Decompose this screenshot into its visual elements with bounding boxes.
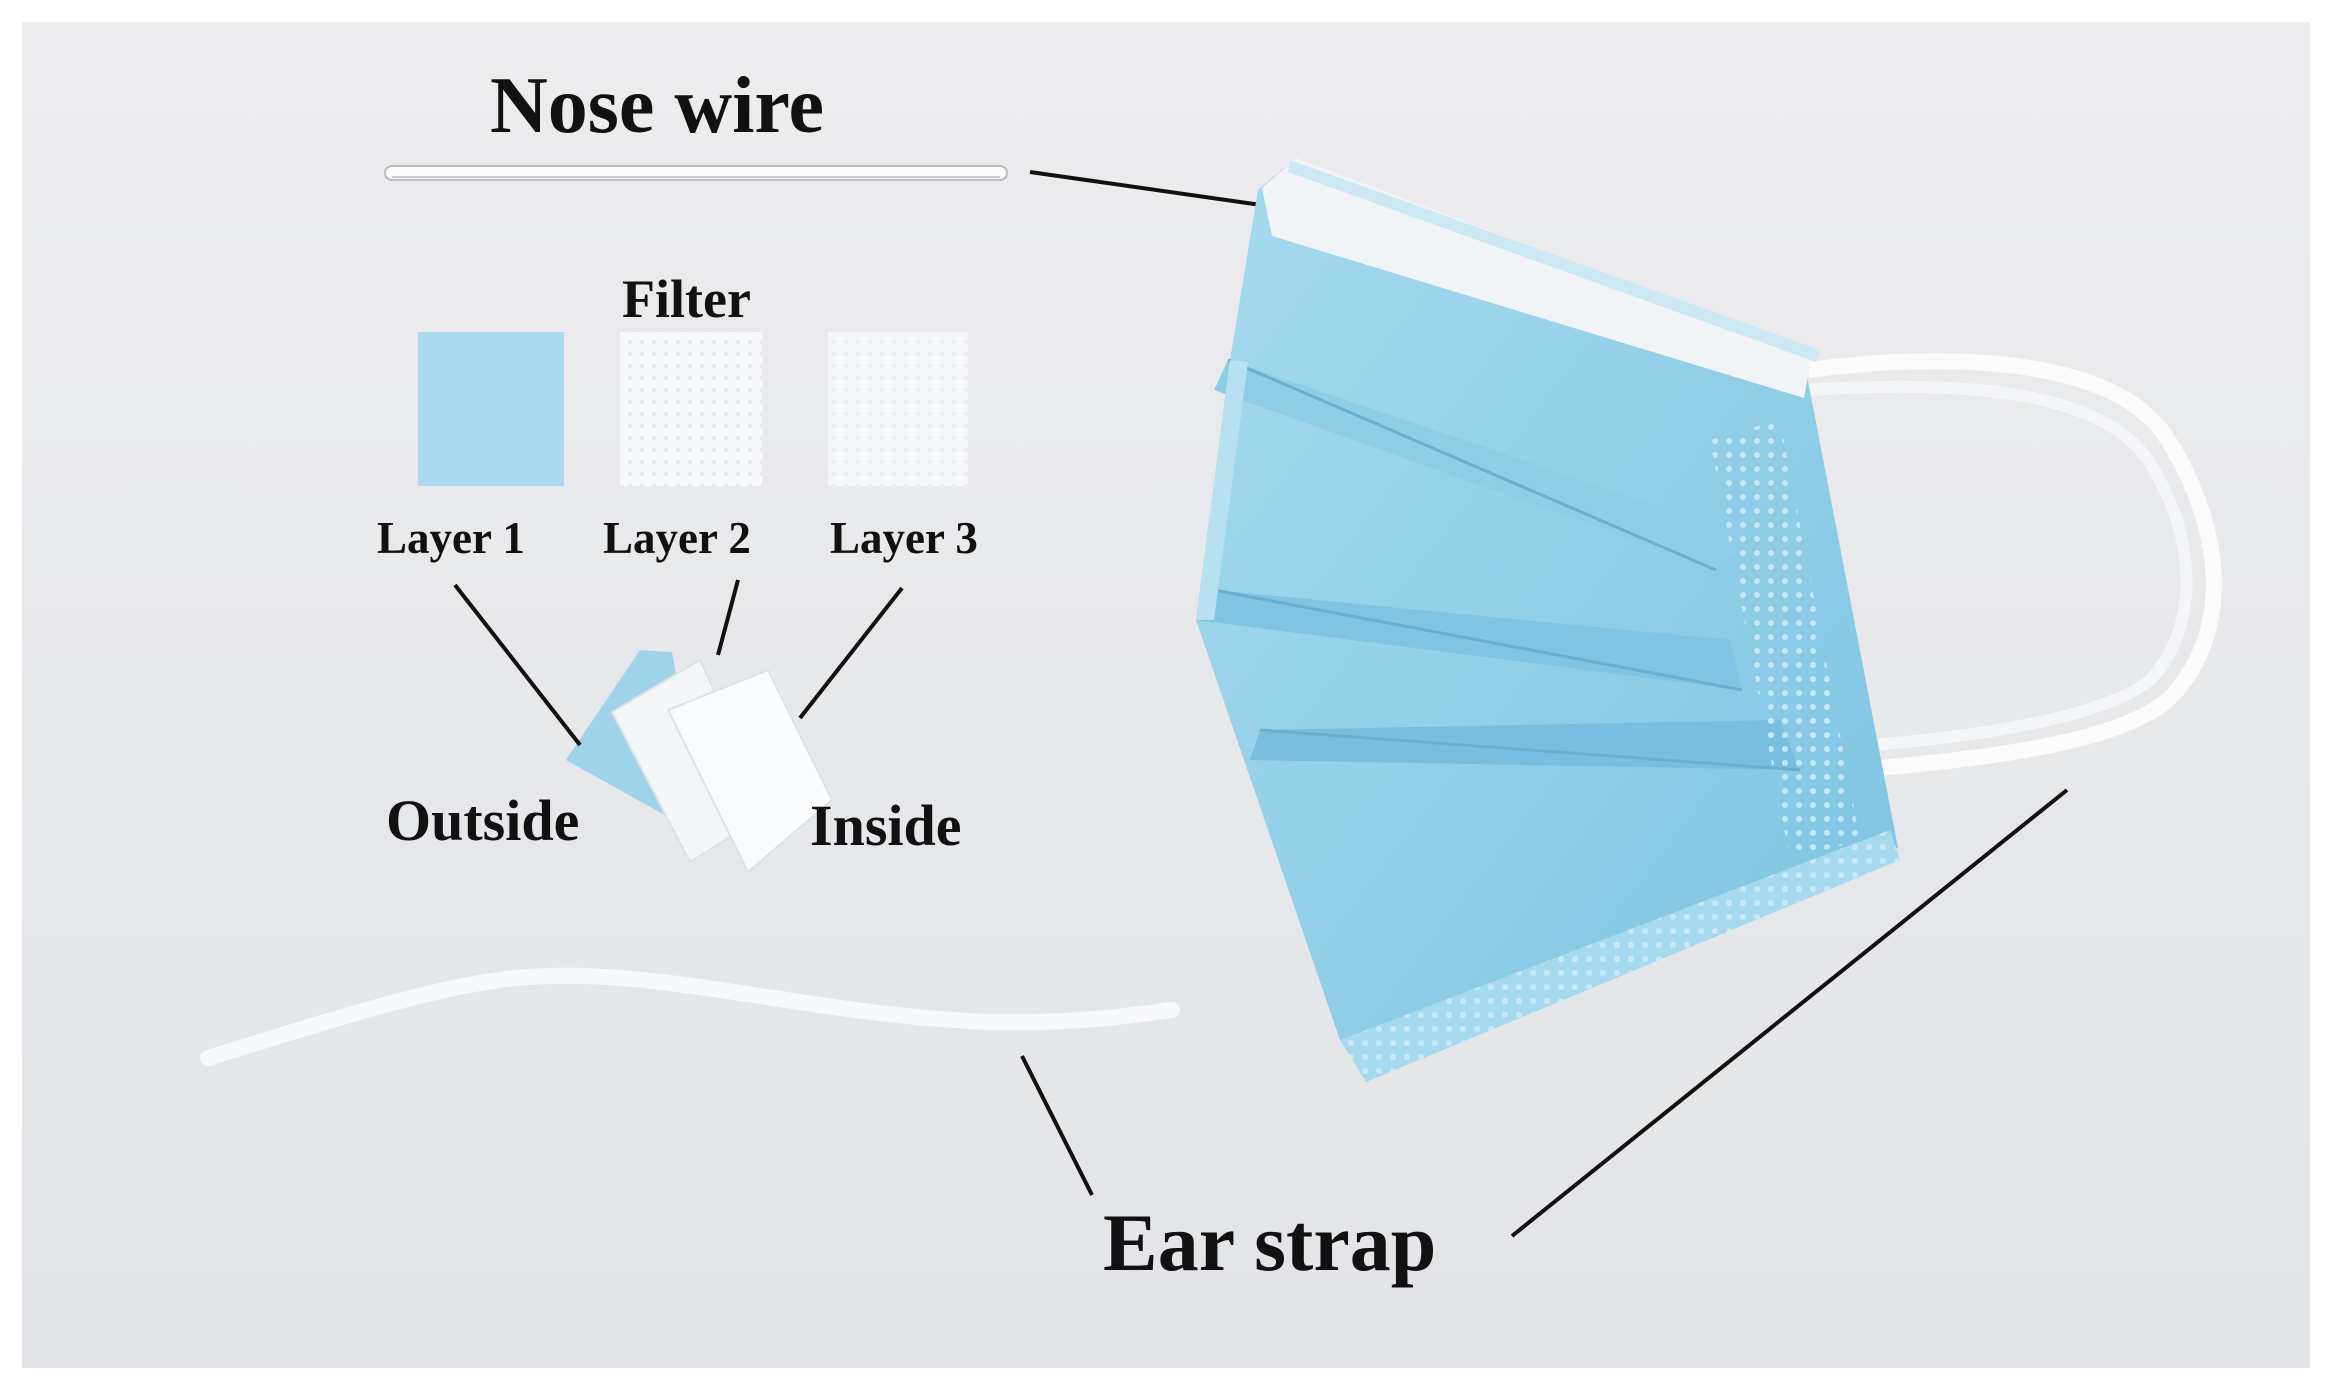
- stacked-filter-layers: [566, 650, 834, 874]
- filter-label: Filter: [622, 269, 751, 329]
- layer-2-label: Layer 2: [603, 513, 751, 563]
- layer-2-square: [620, 332, 762, 486]
- ear-strap-piece: [200, 967, 1180, 1066]
- nose-wire-label: Nose wire: [490, 62, 824, 150]
- ear-strap-label: Ear strap: [1103, 1197, 1437, 1288]
- outside-label: Outside: [386, 788, 580, 853]
- inside-label: Inside: [810, 793, 962, 858]
- mask-ear-loop: [1806, 353, 2222, 778]
- layer-1-label: Layer 1: [377, 513, 525, 563]
- mask-photo: [22, 22, 2310, 1368]
- surgical-mask: [1196, 158, 1900, 1082]
- layer-3-square: [828, 332, 968, 486]
- nose-wire-piece: [384, 165, 1008, 181]
- photo-background: [22, 22, 2310, 1368]
- layer-3-label: Layer 3: [830, 513, 978, 563]
- leader-lines: [453, 170, 2069, 1238]
- layer-1-square: [418, 332, 564, 486]
